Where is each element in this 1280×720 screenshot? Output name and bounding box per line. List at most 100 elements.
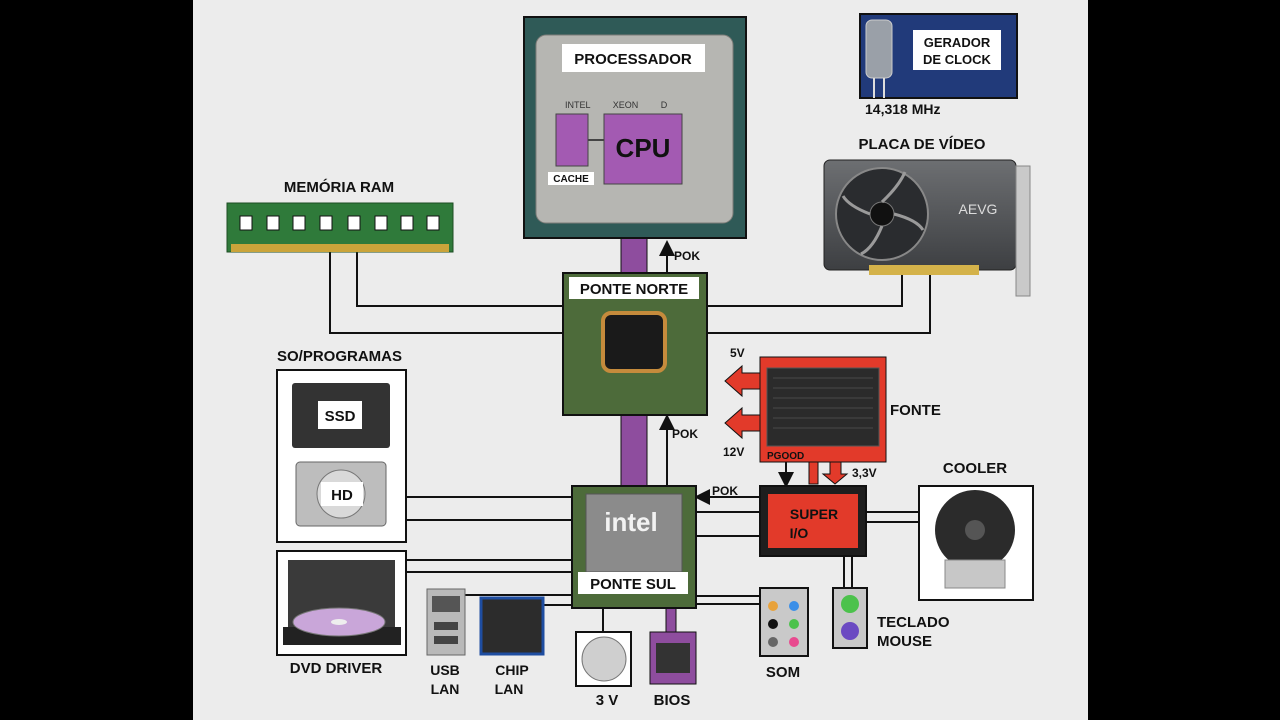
ps2-mouse-port (841, 595, 859, 613)
battery: 3 V (575, 631, 632, 709)
sound-body (759, 587, 809, 657)
v33-label: 3,3V (852, 466, 877, 480)
pok-cpu-label: POK (674, 249, 700, 263)
v12-label: 12V (723, 445, 744, 459)
psu-grille (773, 377, 873, 429)
intel-xeon-mark: INTEL XEON D (565, 100, 668, 110)
chip-lan-label-line1: CHIP (495, 662, 528, 678)
psu-label: FONTE (890, 402, 941, 419)
hd-label: HD (331, 487, 353, 504)
sound-jack-4 (789, 619, 799, 629)
sound-label: SOM (766, 664, 800, 681)
sound-jack-2 (789, 601, 799, 611)
dvd-drive: DVD DRIVER (276, 550, 407, 677)
ram-line-1 (329, 252, 563, 334)
pok-south-label: POK (712, 484, 738, 498)
ram-line-2 (356, 252, 563, 307)
arrow-33v (821, 461, 849, 485)
video-fan-hub (869, 201, 895, 227)
north-bridge-die (601, 311, 667, 373)
clock-label-box (913, 30, 1001, 70)
clock-generator: GERADOR DE CLOCK 14,318 MHz (859, 13, 1018, 117)
usb-port-2 (434, 636, 458, 644)
cpu-north-bus (620, 237, 648, 275)
bios-die (656, 643, 690, 673)
d-suffix: D (661, 100, 668, 110)
ram-chips (239, 215, 440, 231)
pc-architecture-diagram: PROCESSADOR INTEL XEON D CPU CACHE GERAD… (226, 13, 1034, 709)
psu-body (766, 367, 880, 447)
video-fan-blades (841, 171, 925, 256)
cooler-label: COOLER (943, 460, 1007, 477)
pok-north-label: POK (672, 427, 698, 441)
v5-label: 5V (730, 346, 745, 360)
xeon-line: XEON (613, 100, 639, 110)
north-bridge-label-box (569, 277, 699, 299)
battery-cell (581, 636, 627, 682)
ssd-label-box (318, 401, 362, 429)
dvd-label: DVD DRIVER (290, 660, 383, 677)
bios-label: BIOS (654, 692, 691, 709)
storage-group: SSD HD (276, 369, 407, 543)
sound-jack-3 (768, 619, 778, 629)
ps2-keyboard-port (841, 622, 859, 640)
hd-label-box (321, 482, 363, 506)
mouse-label: MOUSE (877, 633, 932, 650)
ram-pcb (226, 202, 454, 253)
pgood-label: PGOOD (767, 451, 804, 462)
connection-lines (329, 240, 931, 632)
cpu-core (603, 113, 683, 185)
south-bridge-die (585, 493, 683, 573)
video-card-label: PLACA DE VÍDEO (859, 136, 986, 153)
video-card-pcb-edge (869, 265, 979, 275)
cache-block (555, 113, 589, 167)
cooler: COOLER (918, 460, 1034, 601)
chip-lan-label-line2: LAN (495, 681, 524, 697)
processor-label: PROCESSADOR (574, 51, 692, 68)
processor-label-box (562, 44, 705, 72)
video-line-1 (706, 275, 903, 307)
arrow-5v (724, 364, 761, 398)
clock-label-line1: GERADOR (924, 35, 991, 50)
rj45-port (432, 596, 460, 612)
chip-lan-body (479, 596, 545, 656)
super-io-label-line2: I/O (790, 525, 809, 541)
south-bridge-intel-logo: intel (604, 507, 657, 537)
south-bridge-label: PONTE SUL (590, 576, 676, 593)
super-io-label-line1: SUPER (790, 506, 838, 522)
usb-label-line1: USB (430, 662, 460, 678)
south-bridge: intel PONTE SUL (571, 485, 697, 609)
cpu-label: CPU (616, 133, 671, 163)
video-line-2 (706, 275, 931, 334)
sound-ports: SOM (759, 587, 809, 681)
sound-jack-5 (768, 637, 778, 647)
video-card-bracket (1015, 165, 1031, 297)
bios-bus (665, 607, 677, 635)
ram-module: MEMÓRIA RAM (226, 178, 454, 253)
clock-frequency: 14,318 MHz (865, 101, 940, 117)
cache-label: CACHE (553, 174, 589, 185)
battery-label: 3 V (596, 692, 619, 709)
arrow-12v (724, 406, 761, 440)
chip-lan: CHIP LAN (479, 596, 545, 697)
south-bridge-label-box (578, 572, 688, 594)
bios-chip: BIOS (649, 631, 697, 709)
usb-lan-port: USB LAN (426, 588, 466, 697)
north-bridge: PONTE NORTE (562, 272, 708, 416)
super-io-core (768, 494, 858, 548)
processor-block: PROCESSADOR INTEL XEON D CPU CACHE (523, 16, 747, 239)
intel-line: INTEL (565, 100, 591, 110)
psu-red-link (808, 461, 819, 485)
clock-label-line2: DE CLOCK (923, 52, 992, 67)
usb-port-1 (434, 622, 458, 630)
super-io: SUPER I/O (759, 485, 867, 557)
ram-label: MEMÓRIA RAM (284, 178, 394, 196)
usb-label-line2: LAN (431, 681, 460, 697)
ps2-ports: TECLADO MOUSE (832, 587, 950, 650)
clock-crystal (865, 19, 893, 79)
sound-jack-1 (768, 601, 778, 611)
storage-group-label: SO/PROGRAMAS (277, 348, 402, 365)
dvd-disc-hub (331, 619, 347, 625)
video-card: PLACA DE VÍDEO AEVG (823, 136, 1031, 297)
cache-label-box (548, 172, 594, 185)
